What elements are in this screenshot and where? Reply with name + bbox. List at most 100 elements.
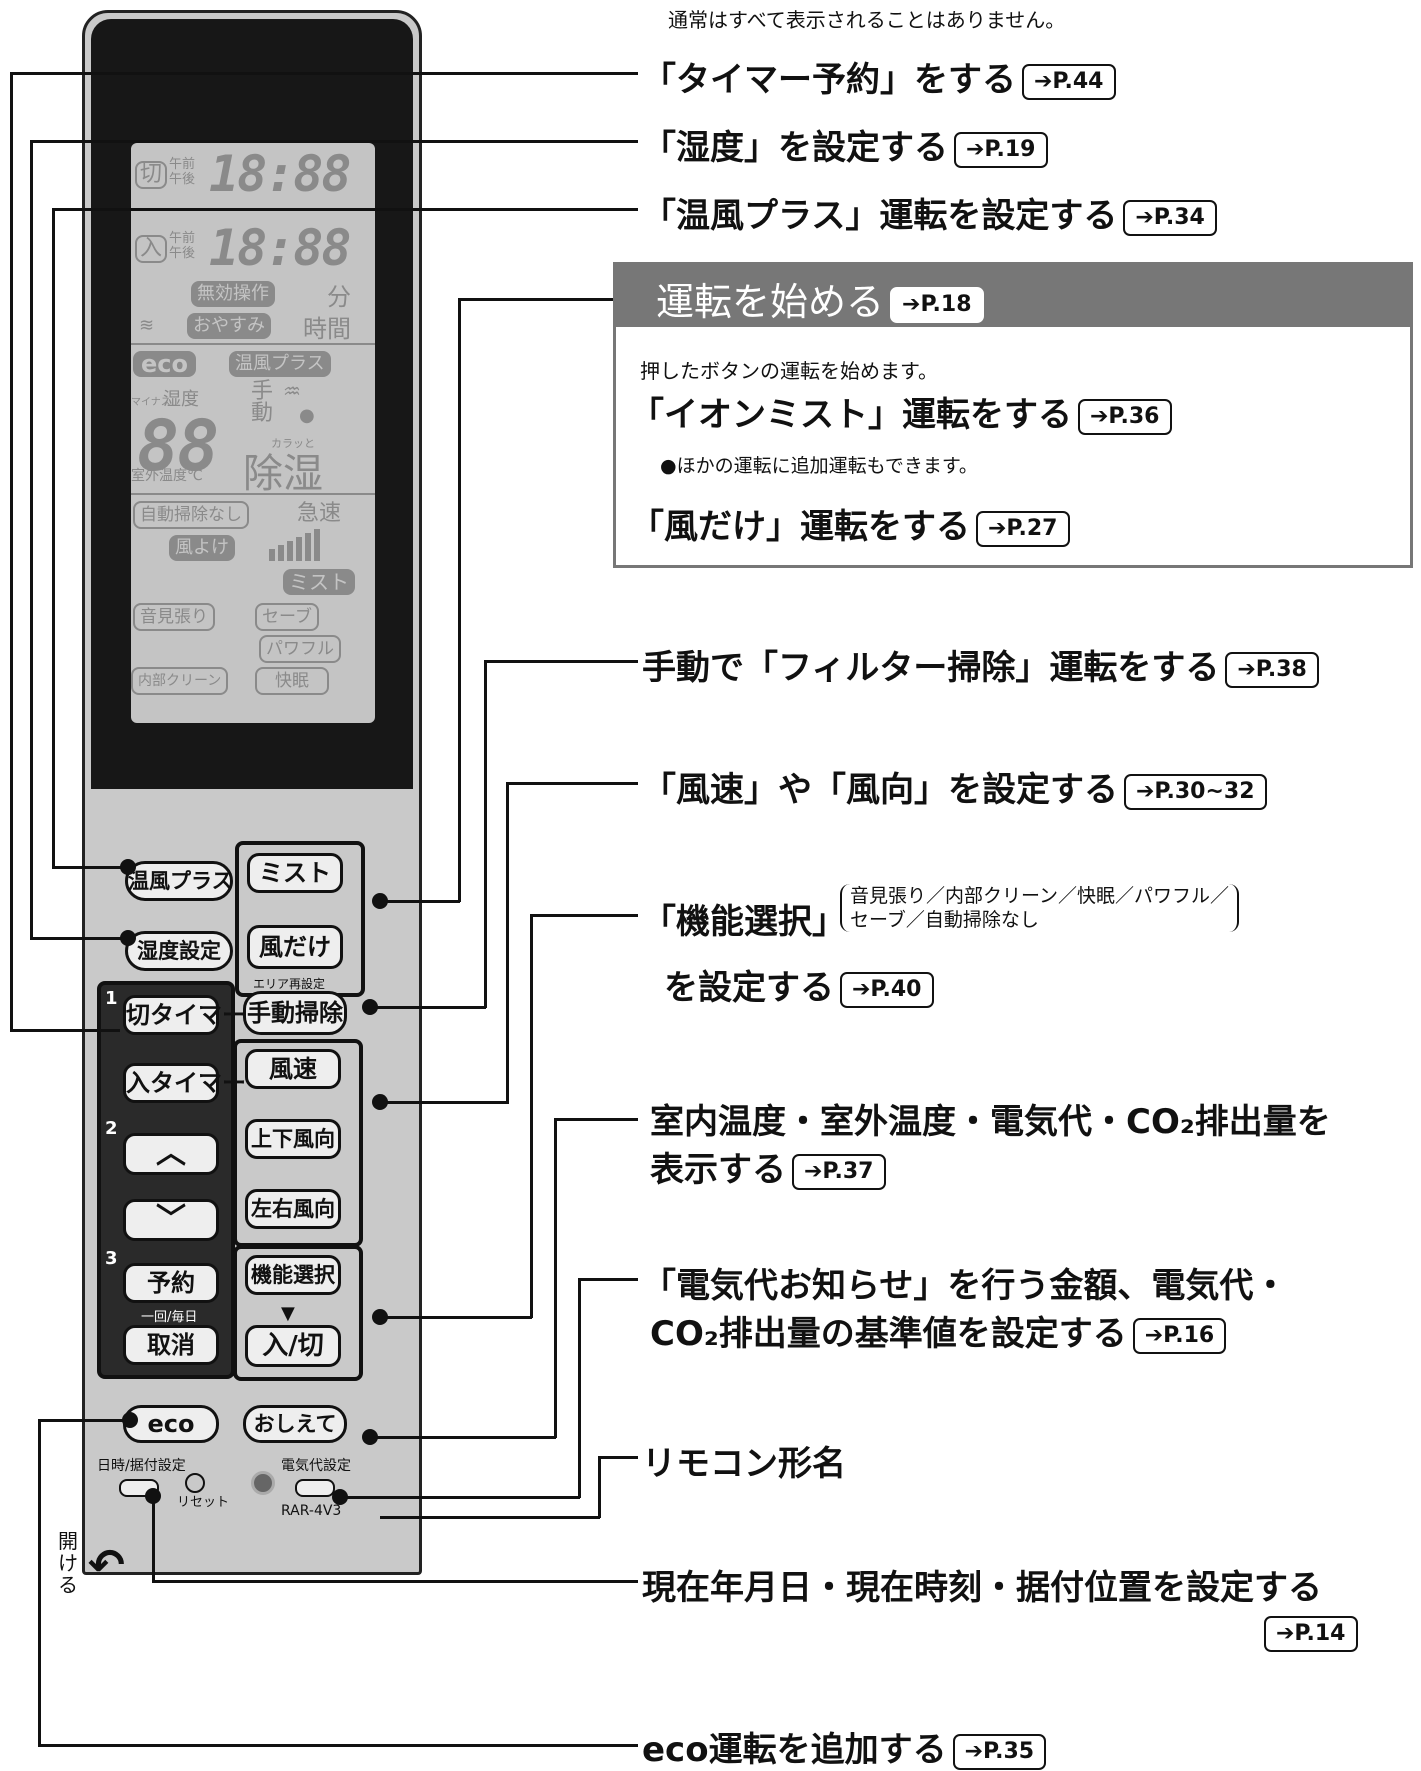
warm-plus-button[interactable]: 温風プラス [125, 861, 233, 901]
lcd-temp: 88 [137, 405, 219, 487]
electric-setting-switch[interactable] [295, 1479, 335, 1497]
eco-page-ref: ➔P.35 [952, 1733, 1047, 1770]
timer-step-1: 1 [105, 988, 118, 1009]
lcd-dehumid: 除湿 [243, 451, 323, 497]
wind-speed-button[interactable]: 風速 [245, 1049, 341, 1089]
reset-button[interactable] [185, 1473, 205, 1493]
wind-callout-hline [380, 1101, 508, 1104]
lcd-inner-clean: 内部クリーン [131, 667, 229, 695]
open-label: 開ける [58, 1529, 78, 1597]
chevron-down-icon: ﹀ [156, 1202, 186, 1237]
on-timer-button[interactable]: 入タイマー [123, 1063, 246, 1103]
warm-plus-callout-line [52, 208, 638, 211]
func-select-page-ref: ➔P.40 [840, 971, 934, 1008]
timer-callout-vline [10, 72, 13, 1032]
lcd-divider-2 [131, 493, 375, 495]
start-operation-header: 運転を始める➔P.18 [616, 265, 1410, 327]
lcd-outdoor-temp: 室外温度℃ [131, 468, 203, 484]
eco-button[interactable]: eco [123, 1405, 219, 1443]
func-callout-hline [380, 1316, 532, 1319]
start-operation-page-ref: ➔P.18 [890, 286, 984, 323]
lcd-invalid-op: 無効操作 [191, 281, 275, 307]
down-button[interactable]: ﹀ [123, 1199, 219, 1241]
temp-callout-vline [554, 1118, 557, 1438]
lcd-powerful: パワフル [259, 635, 341, 663]
shirt-icon: ♒ [283, 379, 301, 403]
datetime-callout-line [152, 1580, 638, 1583]
lcd-divider [131, 343, 375, 345]
mist-button[interactable]: ミスト [247, 853, 343, 893]
tell-me-button[interactable]: おしえて [243, 1405, 347, 1443]
eco-callout: eco運転を追加する➔P.35 [642, 1722, 1047, 1771]
once-daily-label: 一回/毎日 [141, 1310, 198, 1325]
filter-callout-vline [484, 660, 487, 1008]
warm-plus-callout-vline [52, 208, 55, 868]
func-select-detail: 音見張り／内部クリーン／快眠／パワフル／ セーブ／自動掃除なし [840, 884, 1240, 932]
lcd-comfort-sleep: 快眠 [255, 667, 329, 695]
filter-clean-page-ref: ➔P.38 [1225, 651, 1319, 688]
lcd-rapid: 急速 [297, 501, 342, 526]
manual-clean-button[interactable]: 手動掃除 [243, 991, 347, 1035]
droplets-icon: ● [299, 405, 315, 426]
temp-display-callout-2: 表示する➔P.37 [650, 1142, 886, 1191]
filter-callout-hline [370, 1006, 486, 1009]
lcd-manual: 手動 [251, 379, 274, 426]
humidity-callout-hline [30, 937, 130, 940]
cancel-button[interactable]: 取消 [123, 1325, 219, 1365]
reserve-button[interactable]: 予約 [123, 1263, 219, 1303]
temp-callout-hline [370, 1436, 556, 1439]
timer-page-ref: ➔P.44 [1022, 63, 1116, 100]
datetime-callout: 現在年月日・現在時刻・据付位置を設定する [642, 1568, 1322, 1608]
lcd-warm-plus: 温風プラス [229, 351, 331, 377]
datetime-setting-label: 日時/据付設定 [97, 1458, 186, 1474]
datetime-callout-vline [152, 1496, 155, 1582]
left-right-direction-button[interactable]: 左右風向 [245, 1189, 341, 1229]
up-down-direction-button[interactable]: 上下風向 [245, 1119, 341, 1159]
lcd-minutes: 分 [327, 283, 351, 311]
off-timer-button[interactable]: 切タイマー [123, 995, 246, 1035]
start-callout-vline [458, 298, 461, 902]
function-select-button[interactable]: 機能選択 [245, 1255, 341, 1295]
lcd-wind-avoid: 風よけ [169, 535, 235, 561]
humidity-set-button[interactable]: 湿度設定 [125, 931, 233, 971]
on-off-button[interactable]: 入/切 [245, 1325, 341, 1367]
electric-callout-dot [332, 1489, 348, 1505]
timer-step-3: 3 [105, 1248, 118, 1269]
lcd-humidity: 湿度 [163, 389, 199, 410]
eco-callout-vline [38, 1419, 41, 1747]
humidity-callout: 「湿度」を設定する➔P.19 [642, 120, 1048, 169]
electric-callout-hline [340, 1496, 580, 1499]
lcd-off-label: 切 [135, 161, 168, 189]
ion-mist-callout: 「イオンミスト」運転をする➔P.36 [630, 387, 1172, 436]
electric-page-ref: ➔P.16 [1132, 1317, 1227, 1354]
start-operation-title: 運転を始める➔P.18 [656, 271, 984, 326]
lcd-am-pm-1: 午前午後 [169, 157, 196, 187]
datetime-ref-wrap: ➔P.14 [1258, 1612, 1358, 1652]
function-group [233, 1245, 363, 1381]
ir-sensor-icon [251, 1471, 275, 1495]
timer-step-2: 2 [105, 1118, 118, 1139]
func-select-callout-2: を設定する➔P.40 [664, 960, 934, 1009]
wifi-icon: ≋ [139, 315, 155, 336]
datetime-page-ref: ➔P.14 [1264, 1615, 1358, 1652]
warm-plus-callout-hline [52, 866, 130, 869]
func-callout-dot [372, 1309, 388, 1325]
start-callout-hline [380, 900, 460, 903]
filter-callout-dot [362, 999, 378, 1015]
wind-only-button[interactable]: 風だけ [247, 925, 343, 969]
electric-setting-label: 電気代設定 [281, 1458, 351, 1474]
lcd-am-pm-2: 午前午後 [169, 231, 196, 261]
ion-mist-page-ref: ➔P.36 [1078, 398, 1172, 435]
area-reset-label: エリア再設定 [253, 977, 326, 991]
warm-plus-callout: 「温風プラス」運転を設定する➔P.34 [642, 188, 1217, 237]
wind-callout-vline [506, 782, 509, 1104]
lcd-mist: ミスト [283, 569, 355, 595]
eco-callout-line [38, 1744, 638, 1747]
triangle-down-icon: ▼ [281, 1303, 295, 1324]
up-button[interactable]: ︿ [123, 1133, 219, 1175]
func-select-detail-line2: セーブ／自動掃除なし [850, 909, 1039, 931]
func-select-callout: 「機能選択」 [642, 902, 846, 942]
wind-page-ref: ➔P.30~32 [1124, 773, 1267, 810]
timer-callout-hline [10, 1029, 120, 1032]
temp-display-page-ref: ➔P.37 [792, 1153, 886, 1190]
